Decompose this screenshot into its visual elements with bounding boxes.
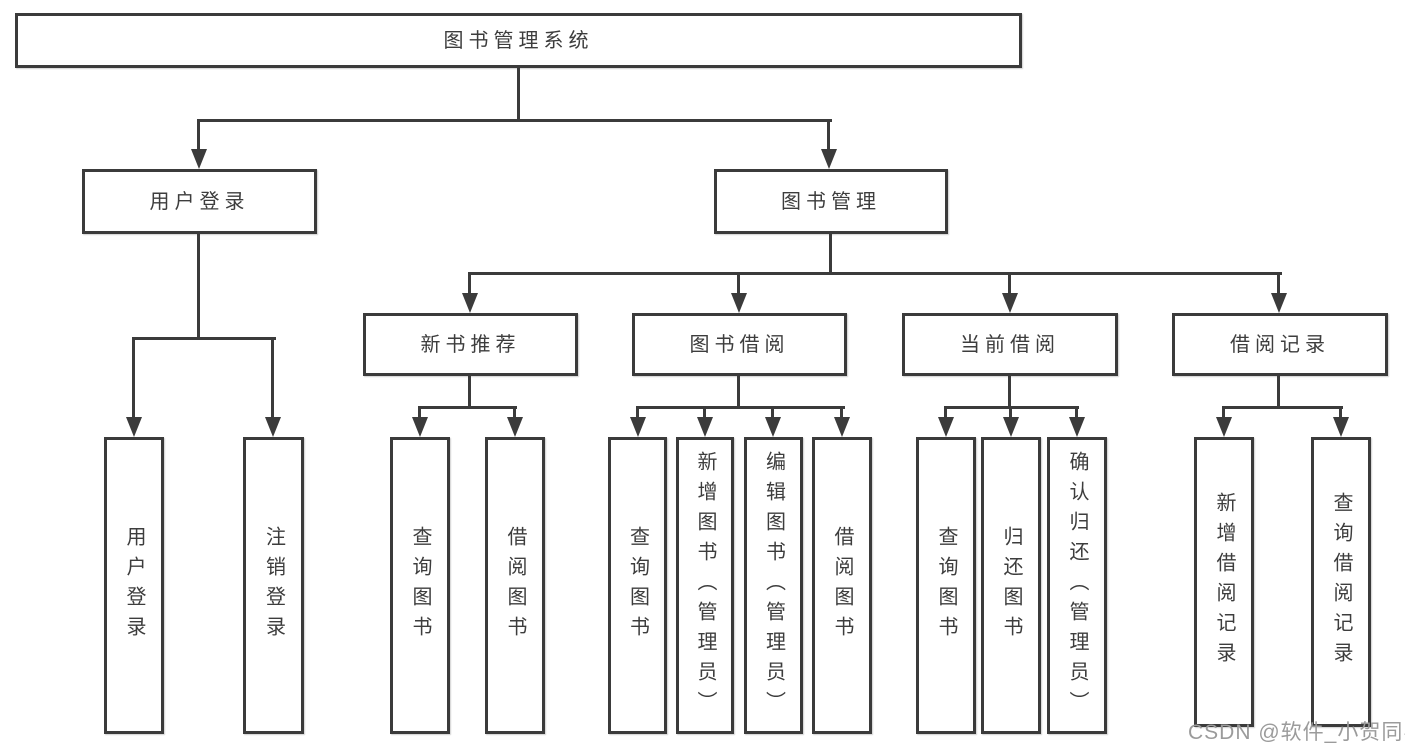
connector-vline [1008,272,1011,296]
arrowhead-down-icon [412,417,428,437]
connector-vline [271,337,274,419]
node-query-books-borrowing: 查询图书 [608,437,667,734]
connector-vline [468,375,471,409]
connector-vline [771,406,774,419]
node-edit-books-admin: 编辑图书（管理员） [744,437,803,734]
node-return-books: 归还图书 [981,437,1041,734]
connector-hline [636,406,845,409]
arrowhead-down-icon [191,149,207,169]
connector-vline [827,119,830,151]
connector-vline [737,272,740,296]
connector-vline [197,233,200,339]
arrowhead-down-icon [834,417,850,437]
arrowhead-down-icon [731,293,747,313]
node-current-borrowing: 当前借阅 [902,313,1118,376]
node-borrowing-records: 借阅记录 [1172,313,1388,376]
csdn-watermark: CSDN @软件_小贺同学 [1188,721,1405,744]
connector-vline [132,337,135,419]
arrowhead-down-icon [697,417,713,437]
connector-vline [703,406,706,419]
node-add-books-admin: 新增图书（管理员） [676,437,734,734]
connector-vline [1339,406,1342,419]
connector-vline [840,406,843,419]
connector-vline [418,406,421,419]
arrowhead-down-icon [821,149,837,169]
connector-hline [132,337,276,340]
node-library-management-system: 图书管理系统 [15,13,1022,68]
connector-hline [1222,406,1343,409]
connector-hline [468,272,1282,275]
node-add-borrow-record: 新增借阅记录 [1194,437,1254,727]
arrowhead-down-icon [265,417,281,437]
connector-vline [1009,406,1012,419]
arrowhead-down-icon [507,417,523,437]
arrowhead-down-icon [1271,293,1287,313]
connector-vline [197,119,200,151]
connector-vline [1075,406,1078,419]
arrowhead-down-icon [630,417,646,437]
node-logout-action: 注销登录 [243,437,304,734]
node-user-login-action: 用户登录 [104,437,164,734]
connector-vline [636,406,639,419]
connector-vline [944,406,947,419]
node-query-books-current: 查询图书 [916,437,976,734]
node-user-login: 用户登录 [82,169,317,234]
node-new-book-recommendation: 新书推荐 [363,313,578,376]
connector-vline [1008,375,1011,409]
node-query-books-recommend: 查询图书 [390,437,450,734]
node-book-borrowing: 图书借阅 [632,313,847,376]
connector-vline [737,375,740,409]
arrowhead-down-icon [938,417,954,437]
connector-vline [517,67,520,122]
arrowhead-down-icon [462,293,478,313]
node-borrow-books-borrowing: 借阅图书 [812,437,872,734]
connector-hline [418,406,517,409]
node-confirm-return-admin: 确认归还（管理员） [1047,437,1107,734]
arrowhead-down-icon [1069,417,1085,437]
node-query-borrow-record: 查询借阅记录 [1311,437,1371,727]
connector-vline [1222,406,1225,419]
connector-vline [1277,272,1280,296]
arrowhead-down-icon [126,417,142,437]
arrowhead-down-icon [1333,417,1349,437]
node-book-management: 图书管理 [714,169,948,234]
arrowhead-down-icon [1002,293,1018,313]
node-borrow-books-recommend: 借阅图书 [485,437,545,734]
connector-vline [468,272,471,296]
arrowhead-down-icon [1216,417,1232,437]
connector-vline [1277,375,1280,409]
arrowhead-down-icon [765,417,781,437]
connector-vline [513,406,516,419]
arrowhead-down-icon [1003,417,1019,437]
connector-hline [197,119,832,122]
connector-vline [829,233,832,275]
